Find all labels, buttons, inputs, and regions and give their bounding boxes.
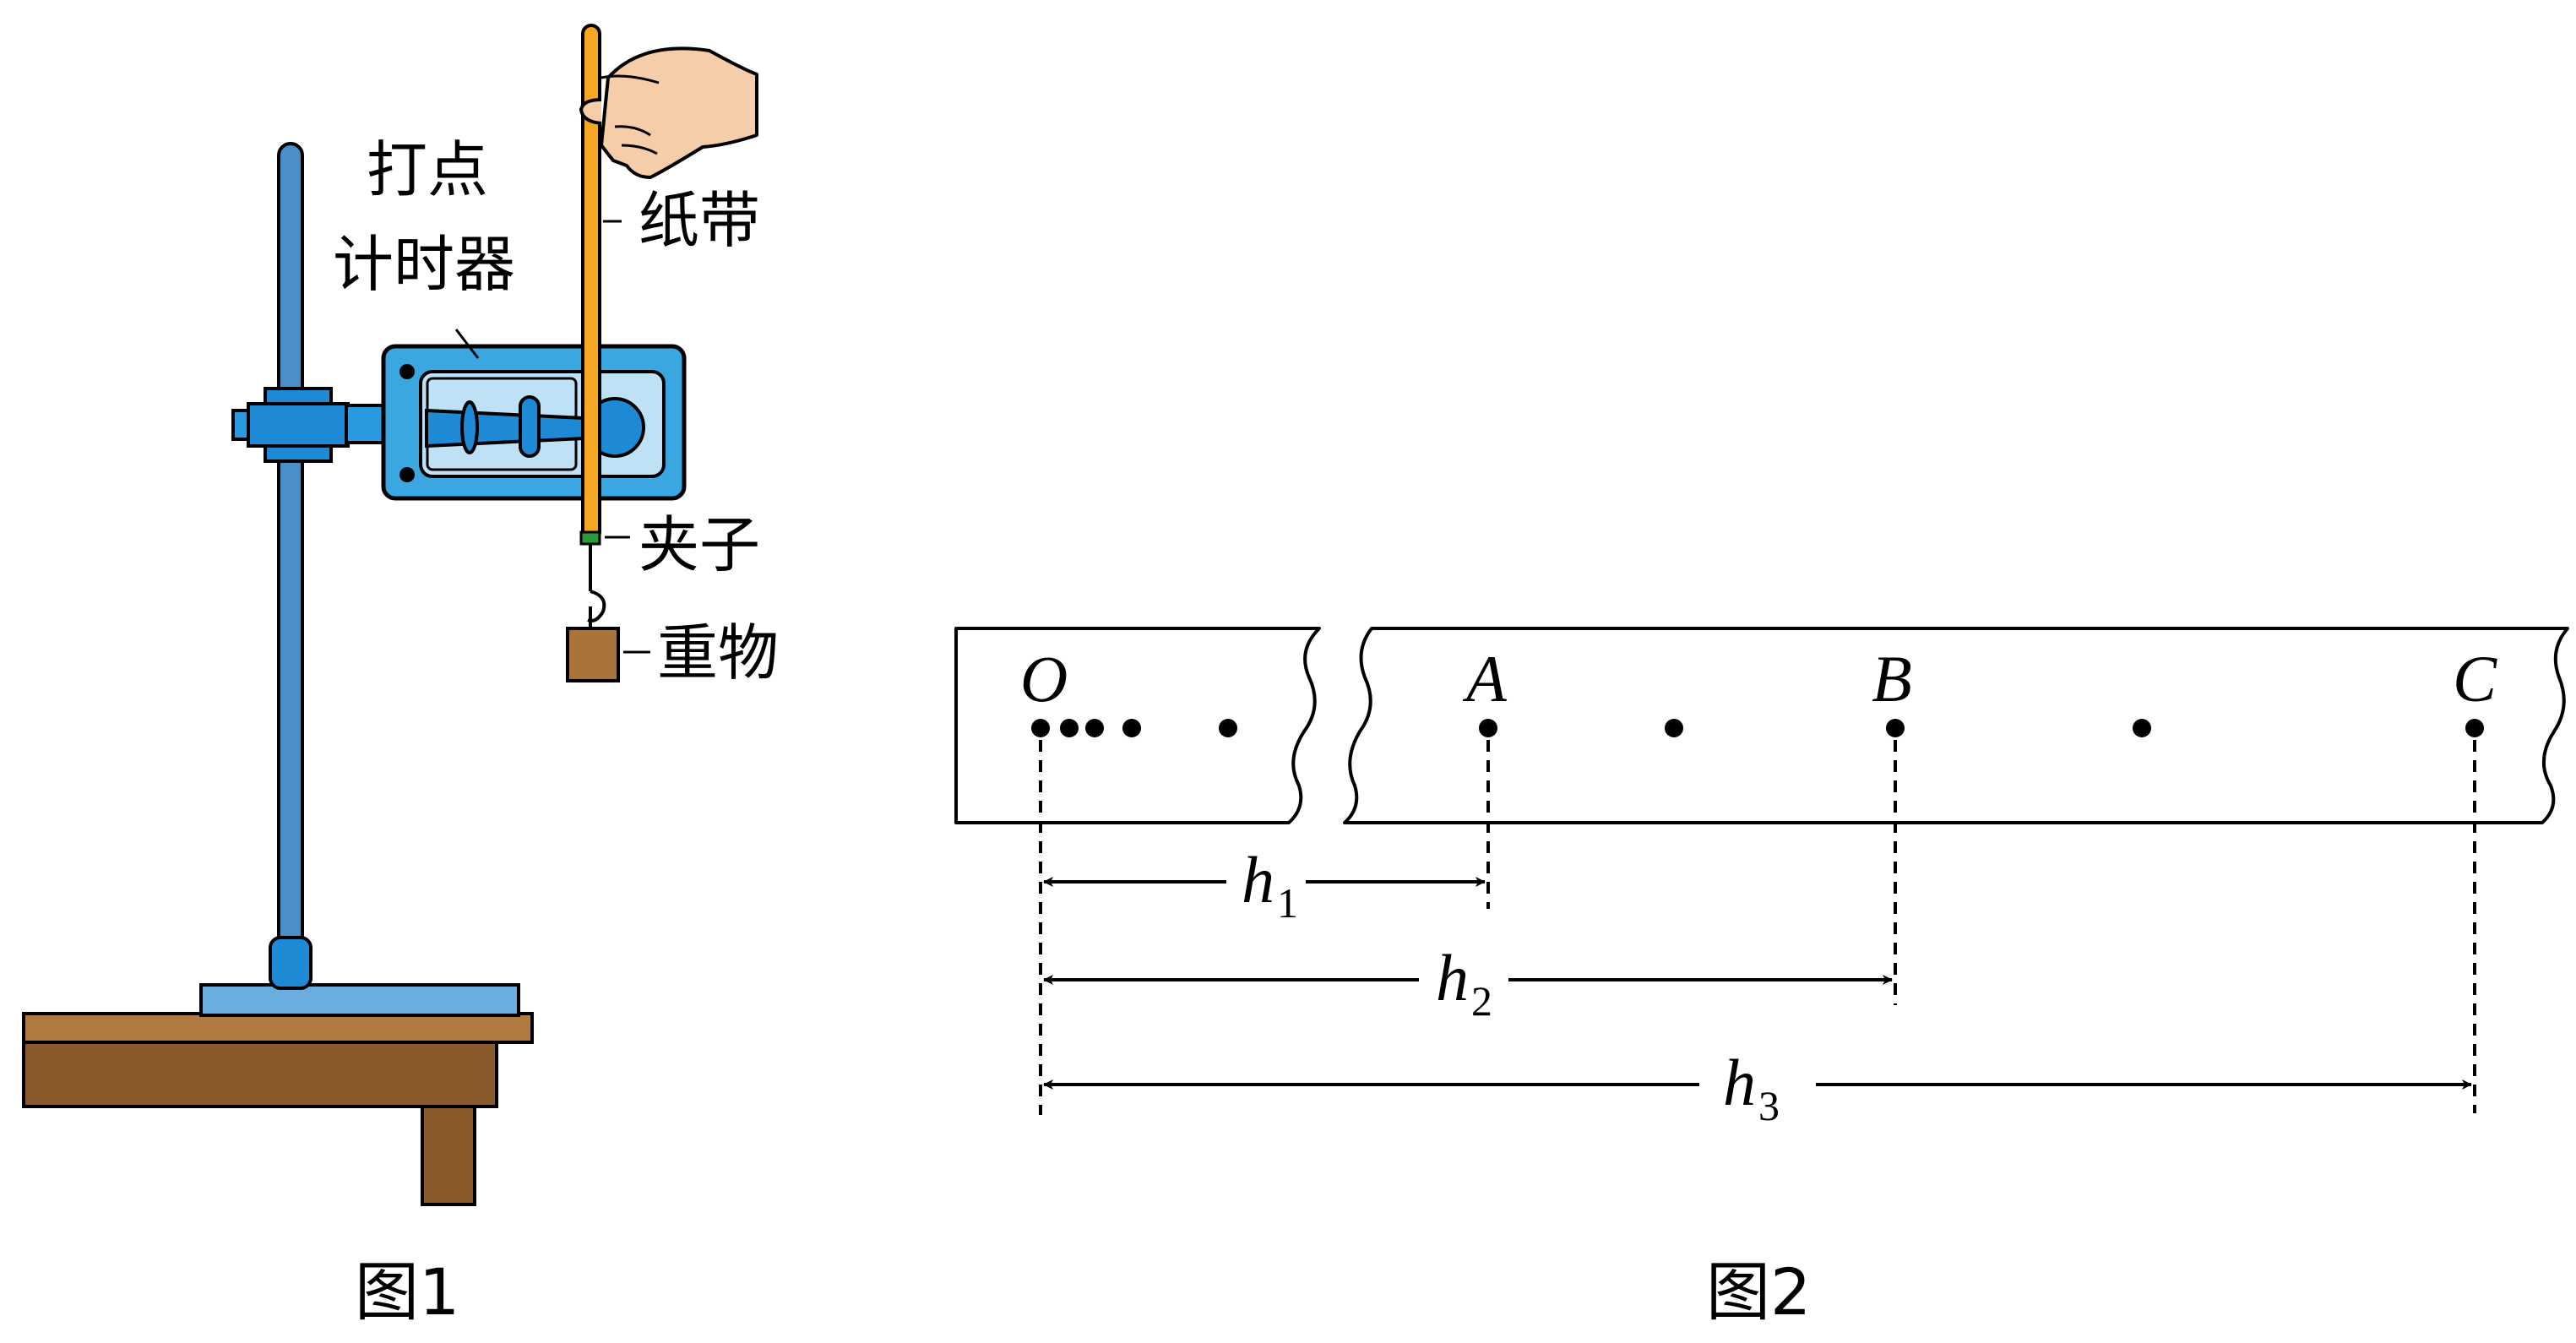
- dot-b: [1886, 719, 1905, 737]
- stand-rod: [269, 142, 312, 990]
- timer-label-line2: 计时器: [333, 229, 515, 300]
- dot: [1665, 719, 1683, 737]
- svg-text:3: 3: [1758, 1082, 1780, 1129]
- stand-base: [199, 983, 520, 1017]
- dot: [2133, 719, 2151, 737]
- weight-block: [566, 627, 620, 682]
- dot: [1085, 719, 1104, 737]
- tape-label: 纸带: [639, 185, 760, 256]
- svg-text:2: 2: [1471, 977, 1492, 1025]
- weight-label: 重物: [657, 617, 779, 688]
- svg-text:h: h: [1723, 1046, 1756, 1119]
- svg-text:h: h: [1242, 843, 1274, 916]
- point-label-b: B: [1872, 642, 1912, 715]
- figure1-caption: 图1: [355, 1254, 459, 1329]
- dot: [1122, 719, 1141, 737]
- dot-a: [1479, 719, 1497, 737]
- table: [22, 1012, 534, 1206]
- distance-label-h3: h 3: [1723, 1046, 1780, 1129]
- paper-tape: [579, 24, 601, 546]
- figure2-caption: 图2: [1706, 1254, 1811, 1329]
- distance-label-h2: h 2: [1436, 941, 1492, 1025]
- dot: [1060, 719, 1079, 737]
- point-label-o: O: [1020, 642, 1068, 715]
- dot: [1219, 719, 1237, 737]
- svg-text:h: h: [1436, 941, 1469, 1014]
- svg-text:1: 1: [1277, 879, 1298, 927]
- dot-o: [1031, 719, 1050, 737]
- distance-label-h1: h 1: [1242, 843, 1298, 927]
- ticker-timer: [381, 344, 687, 501]
- dashed-guides: [1039, 740, 2476, 1115]
- point-label-c: C: [2453, 642, 2497, 715]
- figure2-tape: O A B C h 1 h 2 h 3: [954, 627, 2569, 1329]
- hand: [579, 46, 758, 179]
- tape-segment-right: [1343, 627, 2569, 824]
- dot-c: [2465, 719, 2484, 737]
- point-label-a: A: [1462, 642, 1507, 715]
- clip-label: 夹子: [639, 509, 760, 580]
- timer-label-line1: 打点: [367, 134, 488, 205]
- distance-arrows: [1043, 877, 2472, 1090]
- tape-dots: [1031, 719, 2484, 737]
- leader-lines: [454, 220, 650, 654]
- figure1-apparatus: 打点 计时器 纸带 夹子 重物 图1: [22, 24, 779, 1329]
- weight-hook: [587, 544, 606, 628]
